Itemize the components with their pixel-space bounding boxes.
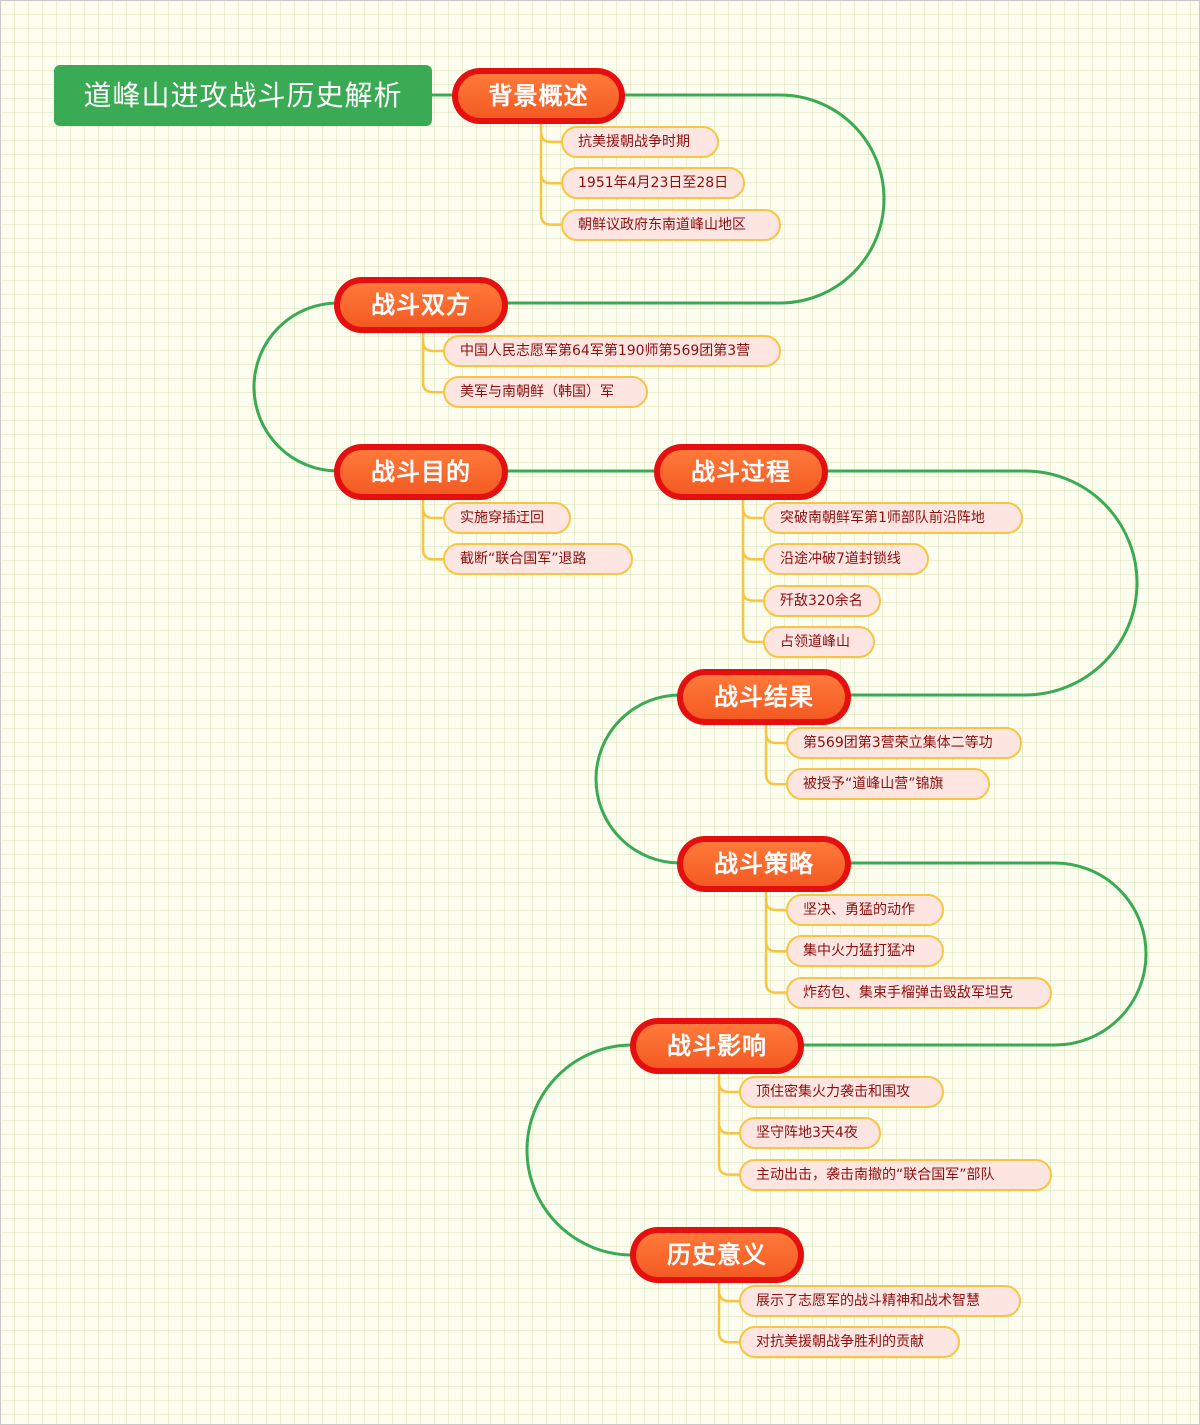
branch-purpose: [421, 496, 443, 561]
branch-process: [741, 496, 763, 644]
topic-label: 战斗双方: [340, 283, 502, 327]
leaf-purpose-2[interactable]: 截断“联合国军”退路: [443, 543, 633, 576]
leaf-strategy-3[interactable]: 炸药包、集束手榴弹击毁敌军坦克: [786, 976, 1052, 1009]
topic-label: 战斗目的: [340, 450, 502, 494]
mindmap-title[interactable]: 道峰山进攻战斗历史解析: [54, 65, 432, 126]
connector-process-to-result: [825, 469, 1139, 697]
topic-label: 战斗结果: [683, 675, 845, 719]
branch-strategy: [764, 888, 786, 994]
leaf-process-2[interactable]: 沿途冲破7道封锁线: [763, 543, 929, 576]
leaf-process-3[interactable]: 歼敌320余名: [763, 584, 881, 617]
branch-background: [539, 120, 561, 226]
leaf-purpose-1[interactable]: 实施穿插迂回: [443, 502, 571, 534]
topic-label: 战斗影响: [636, 1024, 798, 1068]
leaf-impact-2[interactable]: 坚守阵地3天4夜: [739, 1117, 881, 1150]
leaf-strategy-2[interactable]: 集中火力猛打猛冲: [786, 935, 944, 968]
leaf-impact-1[interactable]: 顶住密集火力袭击和围攻: [739, 1076, 944, 1108]
leaf-result-2[interactable]: 被授予“道峰山营”锦旗: [786, 768, 990, 801]
connector-strategy-to-impact: [800, 861, 1148, 1047]
leaf-process-1[interactable]: 突破南朝鲜军第1师部队前沿阵地: [763, 502, 1023, 534]
topic-label: 背景概述: [458, 74, 619, 118]
connector-background-to-parties: [505, 93, 886, 305]
leaf-background-2[interactable]: 1951年4月23日至28日: [561, 167, 746, 200]
topic-process[interactable]: 战斗过程: [654, 444, 828, 500]
leaf-process-4[interactable]: 占领道峰山: [763, 625, 875, 658]
topic-parties[interactable]: 战斗双方: [334, 277, 508, 333]
leaf-result-1[interactable]: 第569团第3营荣立集体二等功: [786, 727, 1022, 759]
topic-purpose[interactable]: 战斗目的: [334, 444, 508, 500]
leaf-significance-2[interactable]: 对抗美援朝战争胜利的贡献: [739, 1326, 960, 1359]
branch-lines: [421, 120, 786, 1344]
topic-strategy[interactable]: 战斗策略: [677, 836, 851, 892]
branch-result: [764, 721, 786, 786]
connector-impact-to-significance: [525, 1043, 633, 1257]
topic-label: 战斗策略: [683, 842, 845, 886]
connector-parties-to-purpose: [252, 301, 339, 473]
topic-result[interactable]: 战斗结果: [677, 669, 851, 725]
topic-label: 历史意义: [636, 1233, 798, 1277]
main-connector-path: [252, 93, 1148, 1257]
leaf-significance-1[interactable]: 展示了志愿军的战斗精神和战术智慧: [739, 1285, 1021, 1317]
leaf-background-3[interactable]: 朝鲜议政府东南道峰山地区: [561, 208, 781, 241]
topic-label: 战斗过程: [660, 450, 822, 494]
topic-impact[interactable]: 战斗影响: [630, 1018, 804, 1074]
leaf-parties-1[interactable]: 中国人民志愿军第64军第190师第569团第3营: [443, 335, 781, 367]
leaf-strategy-1[interactable]: 坚决、勇猛的动作: [786, 894, 944, 926]
leaf-impact-3[interactable]: 主动出击，袭击南撤的“联合国军”部队: [739, 1158, 1052, 1191]
branch-parties: [421, 329, 443, 394]
connector-result-to-strategy: [594, 693, 681, 865]
topic-significance[interactable]: 历史意义: [630, 1227, 804, 1283]
leaf-background-1[interactable]: 抗美援朝战争时期: [561, 126, 719, 158]
topic-background[interactable]: 背景概述: [452, 68, 625, 124]
branch-impact: [717, 1070, 739, 1176]
leaf-parties-2[interactable]: 美军与南朝鲜（韩国）军: [443, 376, 648, 409]
branch-significance: [717, 1279, 739, 1344]
